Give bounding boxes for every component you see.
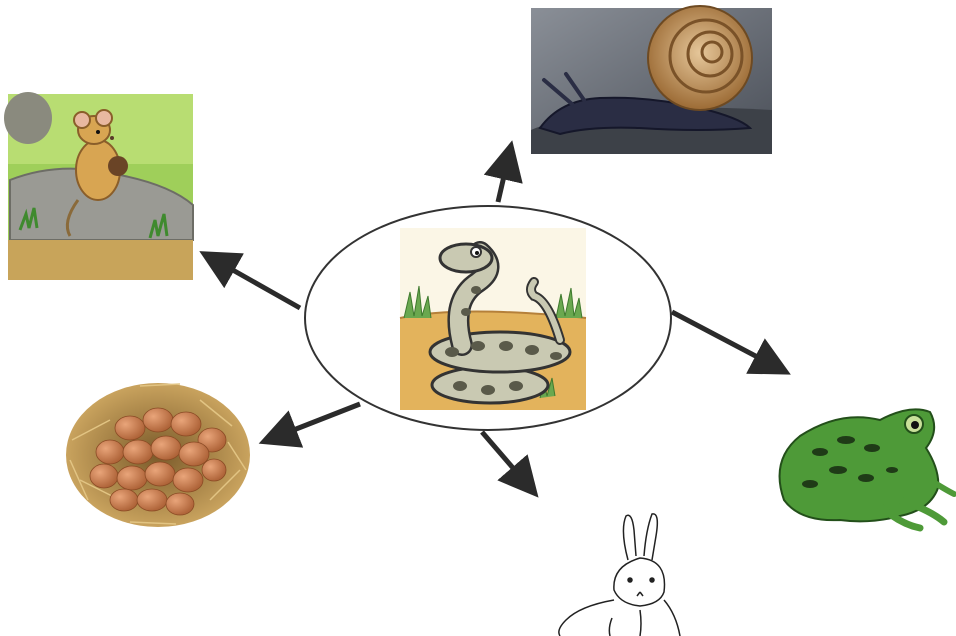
arrow-to-snail	[498, 150, 510, 202]
arrow-to-eggs	[268, 404, 360, 440]
snake-icon	[400, 228, 586, 410]
center-node	[305, 206, 671, 430]
arrow-to-mouse	[208, 256, 300, 308]
snail-icon	[531, 6, 772, 154]
arrow-to-rabbit	[482, 432, 532, 490]
frog-icon	[780, 409, 954, 528]
arrow-to-frog	[672, 312, 782, 370]
rabbit-icon	[559, 514, 680, 636]
eggs-nest-icon	[66, 383, 250, 527]
mouse-icon	[4, 92, 193, 280]
